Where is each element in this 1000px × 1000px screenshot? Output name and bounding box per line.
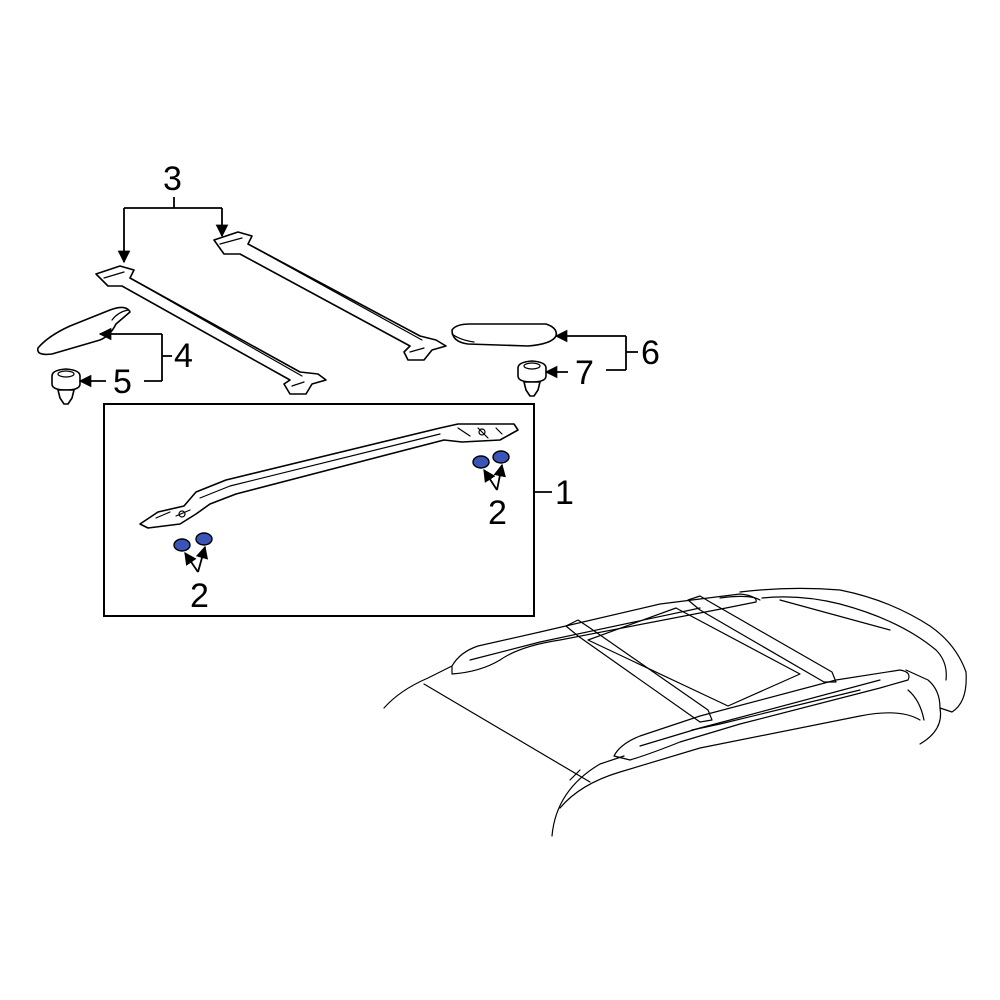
caps-left[interactable] — [173, 532, 213, 552]
cross-bar-rear[interactable] — [213, 231, 447, 361]
clip-5[interactable] — [51, 368, 81, 405]
callout-2-right-arrow-a — [483, 468, 498, 491]
callout-2-right-label: 2 — [488, 494, 507, 532]
cap-left-1[interactable] — [173, 538, 191, 552]
callout-3-group: 3 — [117, 160, 229, 264]
callout-2-left-arrow-a — [184, 551, 199, 573]
callout-3-label: 3 — [163, 160, 182, 198]
callout-2-right-arrow-b — [493, 463, 506, 491]
caps-right[interactable] — [472, 450, 510, 469]
callout-2-left-group: 2 — [184, 545, 209, 615]
callout-1-label: 1 — [555, 474, 574, 512]
callout-2-left-arrow-b — [195, 545, 209, 573]
callout-4-label: 4 — [174, 337, 193, 375]
rail-cover-rear[interactable] — [451, 323, 558, 347]
vehicle-roof-outline — [383, 587, 967, 837]
cap-left-2[interactable] — [195, 532, 213, 546]
callout-2-left-label: 2 — [190, 577, 209, 615]
callout-1-group: 1 — [534, 474, 574, 512]
cap-right-1[interactable] — [472, 455, 490, 469]
cross-bar-front[interactable] — [95, 265, 327, 395]
cap-right-2[interactable] — [492, 450, 510, 464]
callout-4-5-group: 4 5 — [78, 327, 193, 401]
callout-5-label: 5 — [113, 363, 132, 401]
callout-2-right-group: 2 — [483, 463, 507, 532]
callout-6-label: 6 — [641, 334, 660, 372]
side-rail[interactable] — [139, 423, 519, 529]
callout-7-label: 7 — [575, 354, 594, 392]
callout-6-7-group: 6 7 — [544, 329, 660, 392]
clip-7[interactable] — [517, 360, 547, 397]
side-rail-inset-frame — [103, 403, 535, 617]
rail-cover-front[interactable] — [36, 306, 131, 356]
